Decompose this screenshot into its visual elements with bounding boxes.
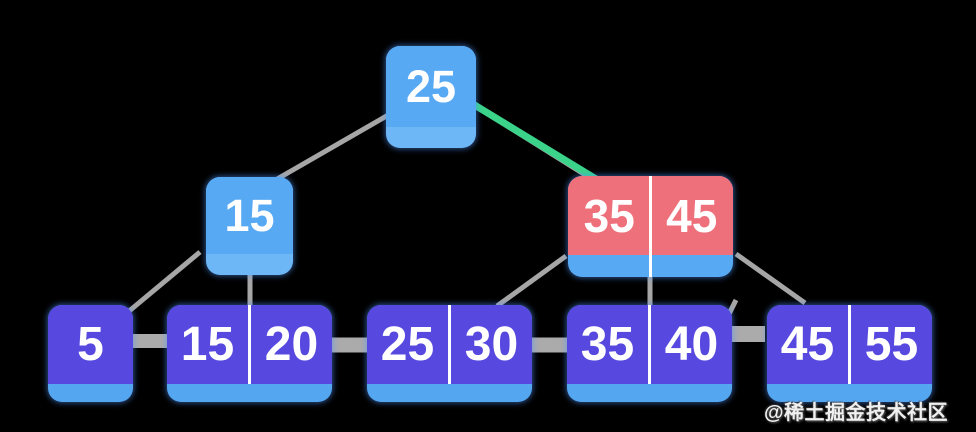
watermark: @稀土掘金技术社区 bbox=[763, 402, 948, 424]
node-key: 35 bbox=[583, 189, 635, 242]
node-key: 20 bbox=[248, 305, 332, 384]
node-key: 15 bbox=[224, 189, 275, 241]
node-key: 25 bbox=[380, 318, 435, 371]
node-key: 45 bbox=[780, 318, 835, 371]
node-key: 55 bbox=[848, 305, 932, 384]
node-key: 15 bbox=[180, 318, 235, 371]
leaf-link bbox=[530, 337, 570, 353]
node-key: 25 bbox=[405, 60, 457, 112]
leaf-link bbox=[723, 326, 765, 342]
cell-divider bbox=[649, 176, 652, 277]
tree-edge bbox=[734, 251, 807, 306]
node-key: 5 bbox=[77, 318, 104, 371]
tree-node-root-25: 25 bbox=[386, 46, 476, 148]
node-key: 35 bbox=[580, 318, 635, 371]
node-key: 45 bbox=[666, 189, 718, 242]
node-key: 40 bbox=[648, 305, 732, 384]
leaf-link bbox=[330, 337, 370, 353]
tree-edge-highlighted bbox=[466, 98, 598, 182]
node-key: 30 bbox=[448, 305, 532, 384]
leaf-link bbox=[131, 334, 170, 348]
node-body: 25 bbox=[386, 46, 476, 127]
node-body: 5 bbox=[48, 305, 133, 384]
node-body: 15 bbox=[206, 177, 293, 254]
tree-edge bbox=[126, 250, 202, 314]
tree-node-leaf-5: 5 bbox=[48, 305, 133, 402]
tree-edge bbox=[270, 111, 392, 185]
tree-node-internal-15: 15 bbox=[206, 177, 293, 275]
tree-node-internal-35-45: 35 45 bbox=[568, 176, 733, 277]
tree-edge bbox=[495, 253, 568, 309]
